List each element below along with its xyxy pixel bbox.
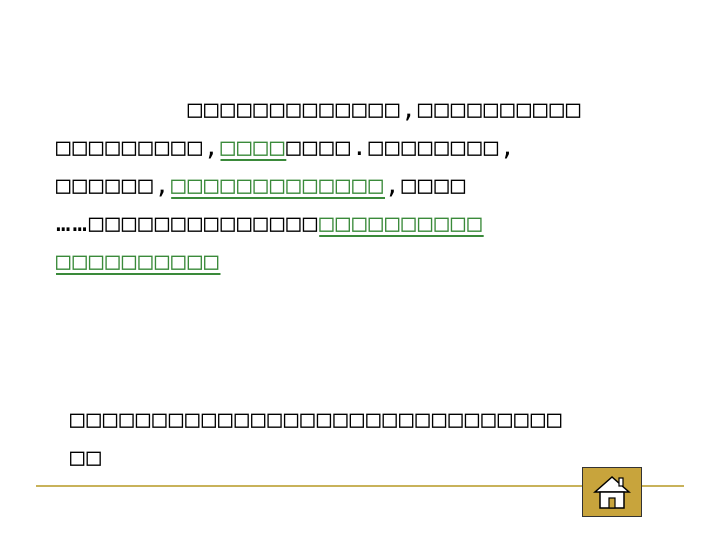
underlined-phrase-1: □□□□ — [220, 133, 287, 161]
question-line-1: □□□□□□□□□□□□□□□□□□□□□□□□□□□□□□ — [70, 405, 564, 433]
underlined-phrase-4: □□□□□□□□□□ — [56, 247, 221, 275]
passage-line-3: □□□□□□,□□□□□□□□□□□□□,□□□□ — [56, 166, 656, 204]
passage-line-1: □□□□□□□□□□□□□,□□□□□□□□□□ — [56, 95, 583, 123]
question-line-2: □□ — [70, 443, 103, 471]
underlined-phrase-2: □□□□□□□□□□□□□ — [171, 171, 385, 199]
passage-line-2: □□□□□□□□□,□□□□□□□□.□□□□□□□□, — [56, 128, 656, 166]
passage-line-3-end: ,□□□□ — [385, 171, 468, 199]
passage-line-3-start: □□□□□□, — [56, 171, 172, 199]
passage-line-5: □□□□□□□□□□ — [56, 242, 656, 280]
underlined-phrase-3: □□□□□□□□□□ — [319, 209, 484, 237]
passage-line-2-end: □□□□.□□□□□□□□, — [286, 133, 517, 161]
divider-line — [36, 485, 684, 487]
passage-line-4-start: ……□□□□□□□□□□□□□□ — [56, 209, 320, 237]
home-button[interactable] — [582, 467, 642, 517]
passage-line-2-start: □□□□□□□□□, — [56, 133, 221, 161]
home-icon — [593, 475, 631, 509]
passage-line-4: ……□□□□□□□□□□□□□□□□□□□□□□□□ — [56, 204, 656, 242]
question-text: □□□□□□□□□□□□□□□□□□□□□□□□□□□□□□ □□ — [70, 400, 630, 476]
passage-text: □□□□□□□□□□□□□,□□□□□□□□□□ □□□□□□□□□,□□□□□… — [56, 90, 656, 280]
